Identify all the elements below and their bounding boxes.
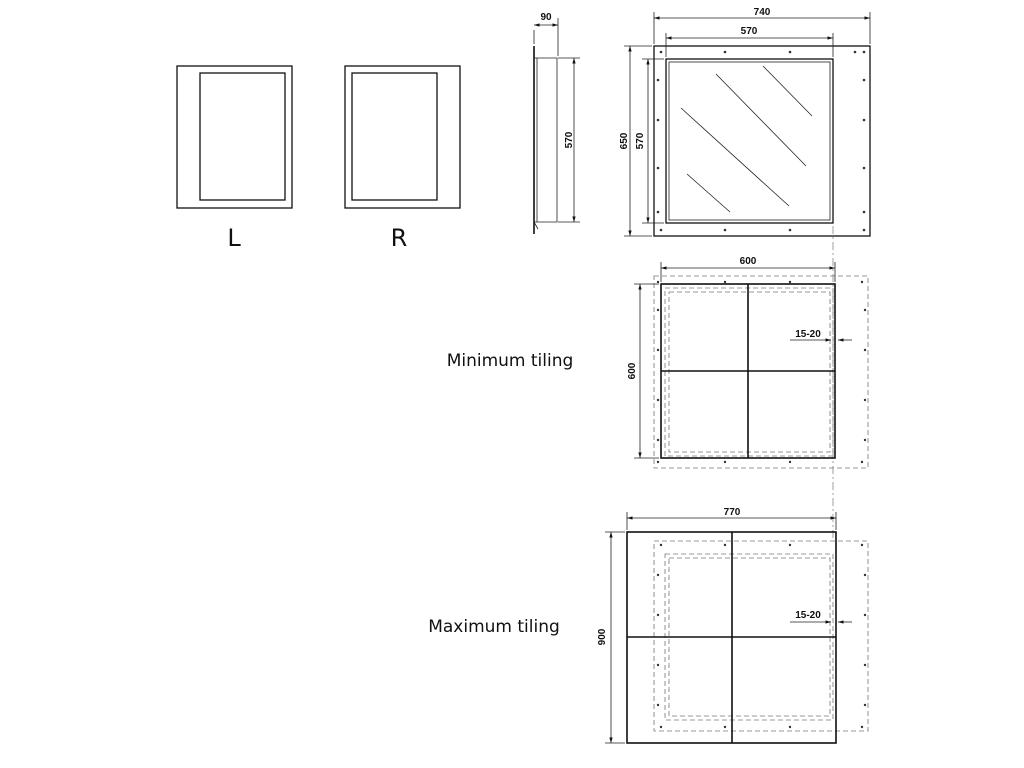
minimum-tiling-gap-value: 15-20 [795, 329, 821, 340]
maximum-tiling-height-dimension [605, 531, 625, 744]
maximum-tiling-holes [656, 543, 867, 729]
front-outer-width-dimension [653, 12, 871, 44]
mirror-reflection-lines [680, 65, 813, 213]
minimum-tiling-height-value: 600 [627, 362, 638, 379]
minimum-tiling-cabinet-outline [653, 275, 869, 469]
front-outer-width-value: 740 [754, 7, 771, 18]
side-view-profile [533, 46, 558, 234]
minimum-tiling-holes [656, 280, 867, 464]
variant-right-label: R [391, 224, 408, 252]
variant-left-label: L [227, 224, 241, 252]
minimum-tiling-height-dimension [634, 283, 659, 459]
front-inner-width-dimension [665, 33, 834, 57]
minimum-tiling-tiles [660, 283, 836, 459]
maximum-tiling-width-dimension [626, 512, 837, 530]
front-outer-height-value: 650 [619, 132, 630, 149]
front-inner-height-value: 570 [635, 132, 646, 149]
front-view-frame [653, 45, 871, 237]
side-depth-dimension [533, 18, 559, 56]
minimum-tiling-width-dimension [660, 262, 836, 282]
front-view-fixing-holes [656, 50, 866, 232]
variant-right-figure [344, 65, 461, 209]
side-height-value: 570 [564, 131, 575, 148]
maximum-tiling-gap-value: 15-20 [795, 610, 821, 621]
minimum-tiling-label: Minimum tiling [447, 351, 574, 371]
maximum-tiling-tiles [626, 531, 837, 744]
side-depth-value: 90 [540, 12, 552, 23]
front-inner-height-dimension [642, 58, 664, 224]
front-outer-height-dimension [624, 45, 652, 237]
variant-left-figure [176, 65, 293, 209]
maximum-tiling-width-value: 770 [724, 507, 741, 518]
maximum-tiling-height-value: 900 [597, 628, 608, 645]
minimum-tiling-width-value: 600 [740, 256, 757, 267]
front-inner-width-value: 570 [741, 26, 758, 37]
side-height-dimension [558, 57, 580, 223]
maximum-tiling-label: Maximum tiling [428, 617, 560, 637]
